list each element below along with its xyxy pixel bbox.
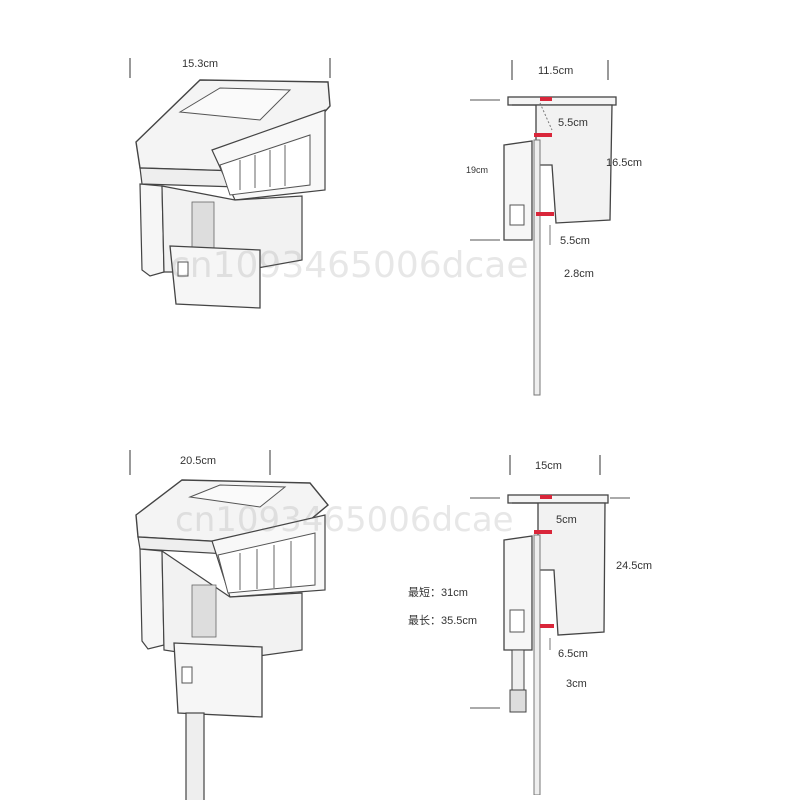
side-lip-label: 5cm (556, 514, 577, 526)
side-pipe-label: 2.8cm (564, 268, 594, 280)
red-marker-low (536, 212, 554, 216)
side-height-label: 16.5cm (606, 157, 643, 169)
intake-clip (509, 204, 525, 226)
red-marker-top (540, 495, 552, 499)
small-filter-side-drawing (470, 60, 617, 396)
large-filter-width-label: 20.5cm (180, 455, 217, 467)
lid-panel (178, 87, 292, 121)
side-width-label: 15cm (535, 460, 562, 472)
large-filter-side-drawing (470, 455, 630, 795)
small-filter-side-view: 11.5cm 5.5cm 16.5cm 19cm 5.5cm 2.8cm (460, 55, 660, 400)
small-filter-front-view: 15.3cm (120, 50, 350, 320)
side-min-label: 最短：31cm (408, 587, 468, 599)
side-bottom-label: 5.5cm (560, 235, 590, 247)
large-filter-drawing (129, 450, 329, 800)
side-lid (507, 96, 617, 106)
side-bottom-label: 6.5cm (558, 648, 588, 660)
large-filter-front-view: 20.5cm (120, 445, 350, 800)
dashed-guide (539, 102, 553, 131)
red-marker-top (540, 97, 552, 101)
aquarium-glass (533, 139, 541, 396)
intake-pipe (185, 712, 205, 800)
side-pipe-label: 3cm (566, 678, 587, 690)
side-lid (507, 494, 609, 504)
red-marker-low (540, 624, 554, 628)
intake-strainer (509, 689, 527, 713)
intake-housing (169, 245, 261, 309)
small-filter-drawing (129, 58, 331, 309)
intake-clip (181, 666, 193, 684)
outlet-grille (219, 134, 311, 196)
side-height-label: 24.5cm (616, 560, 653, 572)
intake-housing (173, 642, 263, 718)
side-max-label: 最长：35.5cm (408, 615, 478, 627)
red-marker-mid (534, 530, 552, 534)
vent-slots (191, 201, 215, 251)
intake-clip (509, 609, 525, 633)
side-width-label: 11.5cm (538, 65, 574, 77)
side-total-label: 19cm (466, 165, 489, 175)
large-filter-side-view: 15cm 5cm 24.5cm 最短：31cm 最长：35.5cm 6.5cm … (400, 450, 690, 795)
aquarium-glass (533, 534, 541, 795)
side-lip-label: 5.5cm (558, 117, 588, 129)
vent-slots (191, 584, 217, 638)
small-filter-width-label: 15.3cm (182, 58, 219, 70)
side-intake-body (503, 535, 533, 651)
red-marker-mid (534, 133, 552, 137)
intake-pipe (511, 649, 525, 691)
intake-clip (177, 261, 189, 277)
filter-side-body (139, 183, 165, 277)
filter-side-body (139, 548, 165, 650)
lid-panel (188, 484, 287, 508)
